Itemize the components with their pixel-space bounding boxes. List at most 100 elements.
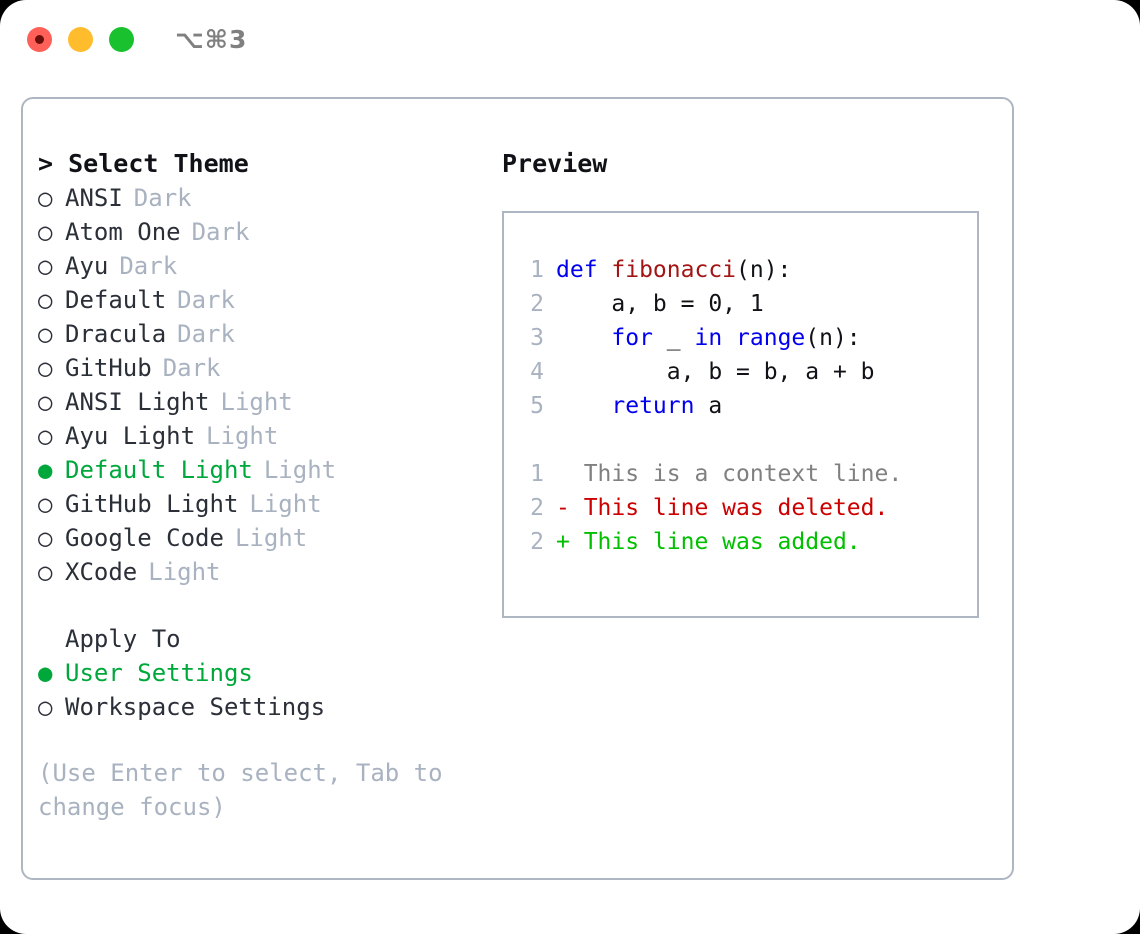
maximize-window-button[interactable] bbox=[109, 26, 134, 52]
section-spacer bbox=[38, 589, 488, 622]
code-blank-line bbox=[520, 423, 971, 457]
theme-option-label: GitHub bbox=[65, 354, 152, 382]
radio-unselected-icon: ○ bbox=[38, 490, 53, 518]
keyboard-hint-text: (Use Enter to select, Tab to change focu… bbox=[38, 759, 443, 821]
code-line: 3 for _ in range(n): bbox=[520, 321, 971, 355]
diff-line-number: 2 bbox=[530, 529, 544, 555]
diff-line-number: 1 bbox=[530, 461, 544, 487]
code-line: 4 a, b = b, a + b bbox=[520, 355, 971, 389]
theme-variant-badge: Dark bbox=[177, 286, 235, 314]
theme-variant-badge: Dark bbox=[119, 252, 178, 280]
theme-option-atom-one[interactable]: ○ Atom One Dark bbox=[38, 215, 488, 249]
radio-selected-icon: ● bbox=[38, 456, 53, 484]
theme-option-label: XCode bbox=[65, 558, 138, 586]
theme-variant-badge: Light bbox=[220, 388, 293, 416]
radio-unselected-icon: ○ bbox=[38, 184, 53, 212]
theme-option-github-light[interactable]: ○ GitHub Light Light bbox=[38, 487, 488, 521]
theme-variant-badge: Dark bbox=[162, 354, 221, 382]
code-line: 2 a, b = 0, 1 bbox=[520, 287, 971, 321]
diff-line-text: + This line was added. bbox=[556, 529, 861, 555]
code-line-number: 4 bbox=[530, 359, 544, 385]
preview-heading: Preview bbox=[502, 149, 608, 178]
theme-option-label: Google Code bbox=[65, 524, 224, 552]
apply-to-heading: Apply To bbox=[65, 625, 181, 653]
code-token-kw: for bbox=[611, 325, 653, 351]
select-theme-heading-label: Select Theme bbox=[68, 149, 249, 178]
theme-option-google-code[interactable]: ○ Google Code Light bbox=[38, 521, 488, 555]
theme-variant-badge: Light bbox=[263, 456, 337, 484]
theme-option-ansi-light[interactable]: ○ ANSI Light Light bbox=[38, 385, 488, 419]
minimize-window-button[interactable] bbox=[68, 26, 93, 52]
theme-option-label: Ayu bbox=[65, 252, 109, 280]
diff-line-ctx: 1 This is a context line. bbox=[520, 457, 971, 491]
code-line-text: for _ in range(n): bbox=[556, 321, 861, 355]
radio-unselected-icon: ○ bbox=[38, 422, 53, 450]
code-token-plain bbox=[556, 393, 611, 419]
radio-unselected-icon: ○ bbox=[38, 218, 53, 246]
radio-unselected-icon: ○ bbox=[38, 693, 53, 721]
code-line-text: a, b = 0, 1 bbox=[556, 287, 764, 321]
focus-caret-icon: > bbox=[38, 149, 54, 178]
theme-variant-badge: Light bbox=[206, 422, 279, 450]
radio-unselected-icon: ○ bbox=[38, 286, 53, 314]
code-line: 5 return a bbox=[520, 389, 971, 423]
code-token-kw: def bbox=[556, 257, 612, 283]
theme-option-ayu-light[interactable]: ○ Ayu Light Light bbox=[38, 419, 488, 453]
select-theme-heading: > Select Theme bbox=[38, 147, 488, 181]
code-line-number: 2 bbox=[530, 291, 544, 317]
code-token-fn: fibonacci bbox=[611, 257, 737, 283]
theme-option-github[interactable]: ○ GitHub Dark bbox=[38, 351, 488, 385]
radio-selected-icon: ● bbox=[38, 659, 53, 687]
code-token-plain: (n): bbox=[805, 325, 861, 351]
code-line-number: 1 bbox=[530, 257, 544, 283]
theme-variant-badge: Light bbox=[148, 558, 221, 586]
theme-option-label: Atom One bbox=[65, 218, 181, 246]
theme-variant-badge: Dark bbox=[191, 218, 250, 246]
apply-to-option-user-settings[interactable]: ● User Settings bbox=[38, 656, 488, 690]
theme-option-label: GitHub Light bbox=[65, 490, 239, 518]
code-line-text: a, b = b, a + b bbox=[556, 355, 875, 389]
diff-line-text: This is a context line. bbox=[556, 461, 903, 487]
theme-option-label: ANSI Light bbox=[65, 388, 210, 416]
theme-option-label: Ayu Light bbox=[65, 422, 196, 450]
apply-to-option-label: Workspace Settings bbox=[65, 693, 326, 721]
theme-variant-badge: Light bbox=[234, 524, 308, 552]
theme-variant-badge: Dark bbox=[177, 320, 235, 348]
radio-unselected-icon: ○ bbox=[38, 524, 53, 552]
code-token-kw: return bbox=[611, 393, 695, 419]
diff-line-del: 2 - This line was deleted. bbox=[520, 491, 971, 525]
code-line-number: 5 bbox=[530, 393, 544, 419]
theme-option-label: Default bbox=[65, 286, 167, 314]
radio-unselected-icon: ○ bbox=[38, 252, 53, 280]
theme-option-ayu[interactable]: ○ Ayu Dark bbox=[38, 249, 488, 283]
apply-to-option-workspace-settings[interactable]: ○ Workspace Settings bbox=[38, 690, 488, 724]
code-token-plain: a bbox=[694, 393, 723, 419]
radio-unselected-icon: ○ bbox=[38, 388, 53, 416]
diff-line-number: 2 bbox=[530, 495, 544, 521]
theme-option-label: ANSI bbox=[65, 184, 123, 212]
theme-variant-badge: Light bbox=[249, 490, 322, 518]
theme-option-default[interactable]: ○ Default Dark bbox=[38, 283, 488, 317]
diff-line-text: - This line was deleted. bbox=[556, 495, 889, 521]
code-token-plain: a, b = 0, 1 bbox=[556, 291, 764, 317]
apply-to-option-label: User Settings bbox=[65, 659, 253, 687]
diff-line-add: 2 + This line was added. bbox=[520, 525, 971, 559]
code-token-plain: _ bbox=[652, 325, 695, 351]
close-window-button[interactable] bbox=[27, 26, 52, 52]
diff-line-list: 1 This is a context line. 2 - This line wa… bbox=[520, 457, 971, 559]
radio-unselected-icon: ○ bbox=[38, 354, 53, 382]
